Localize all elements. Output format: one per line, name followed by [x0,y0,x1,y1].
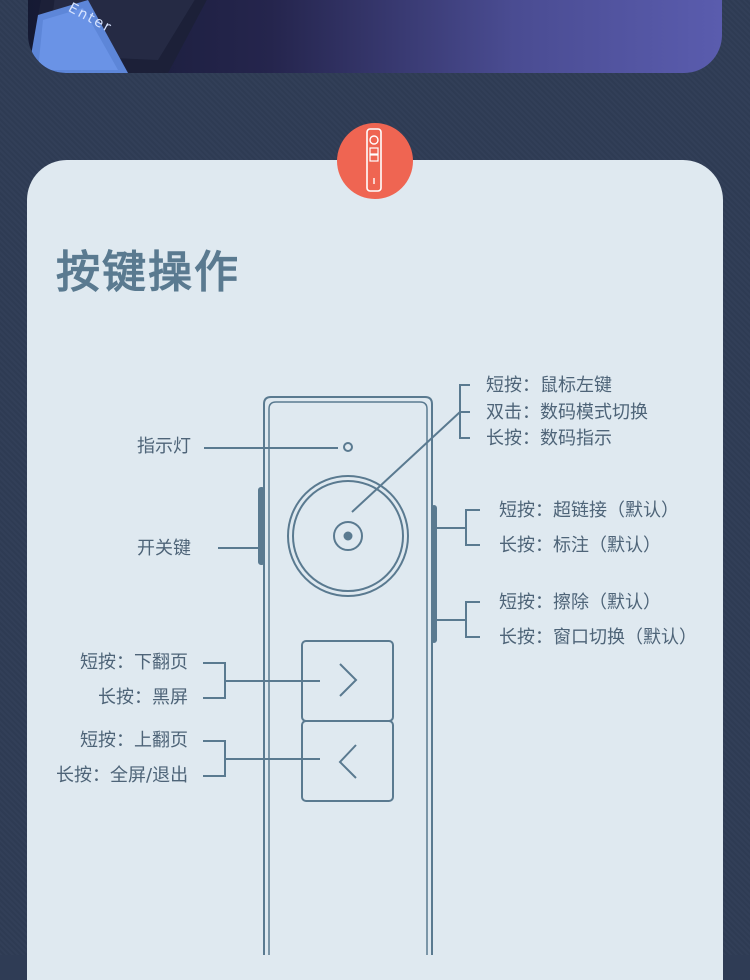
label-indicator-light: 指示灯 [137,436,191,457]
label-power-switch: 开关键 [137,538,191,559]
label-center-double: 双击：数码模式切换 [486,402,648,423]
remote-icon [366,128,382,192]
bracket-center [459,384,470,439]
bracket-next [203,662,226,699]
leader-center [351,411,461,513]
center-button-outer [287,475,409,597]
center-button-ring [292,480,404,592]
label-prev-long: 长按：全屏/退出 [56,765,189,786]
enter-keycap [28,0,207,73]
bracket-side-upper [465,509,480,546]
main-card [27,160,723,980]
prev-page-button [301,720,394,802]
chevron-right-icon [339,663,358,697]
remote-diagram [203,384,480,955]
label-center-short: 短按：鼠标左键 [486,375,612,396]
label-prev-short: 短按：上翻页 [80,730,188,751]
power-switch [258,487,265,565]
remote-body-inner [268,401,428,955]
bracket-prev [203,740,226,777]
indicator-light [343,442,353,452]
label-next-long: 长按：黑屏 [98,687,188,708]
label-side-upper-short: 短按：超链接（默认） [499,500,679,521]
remote-body-outline [263,396,433,955]
section-badge [337,123,413,199]
chevron-left-icon [338,744,357,779]
label-side-upper-long: 长按：标注（默认） [499,535,661,556]
label-side-lower-short: 短按：擦除（默认） [499,592,661,613]
section-title: 按键操作 [56,247,240,298]
side-button-strip [431,505,437,643]
center-button-inner [333,521,363,551]
bracket-side-lower [465,601,480,638]
label-side-lower-long: 长按：窗口切换（默认） [499,627,697,648]
top-banner: Enter [28,0,722,73]
label-center-long: 长按：数码指示 [486,428,612,449]
label-next-short: 短按：下翻页 [80,652,188,673]
center-button-dot [343,531,353,541]
